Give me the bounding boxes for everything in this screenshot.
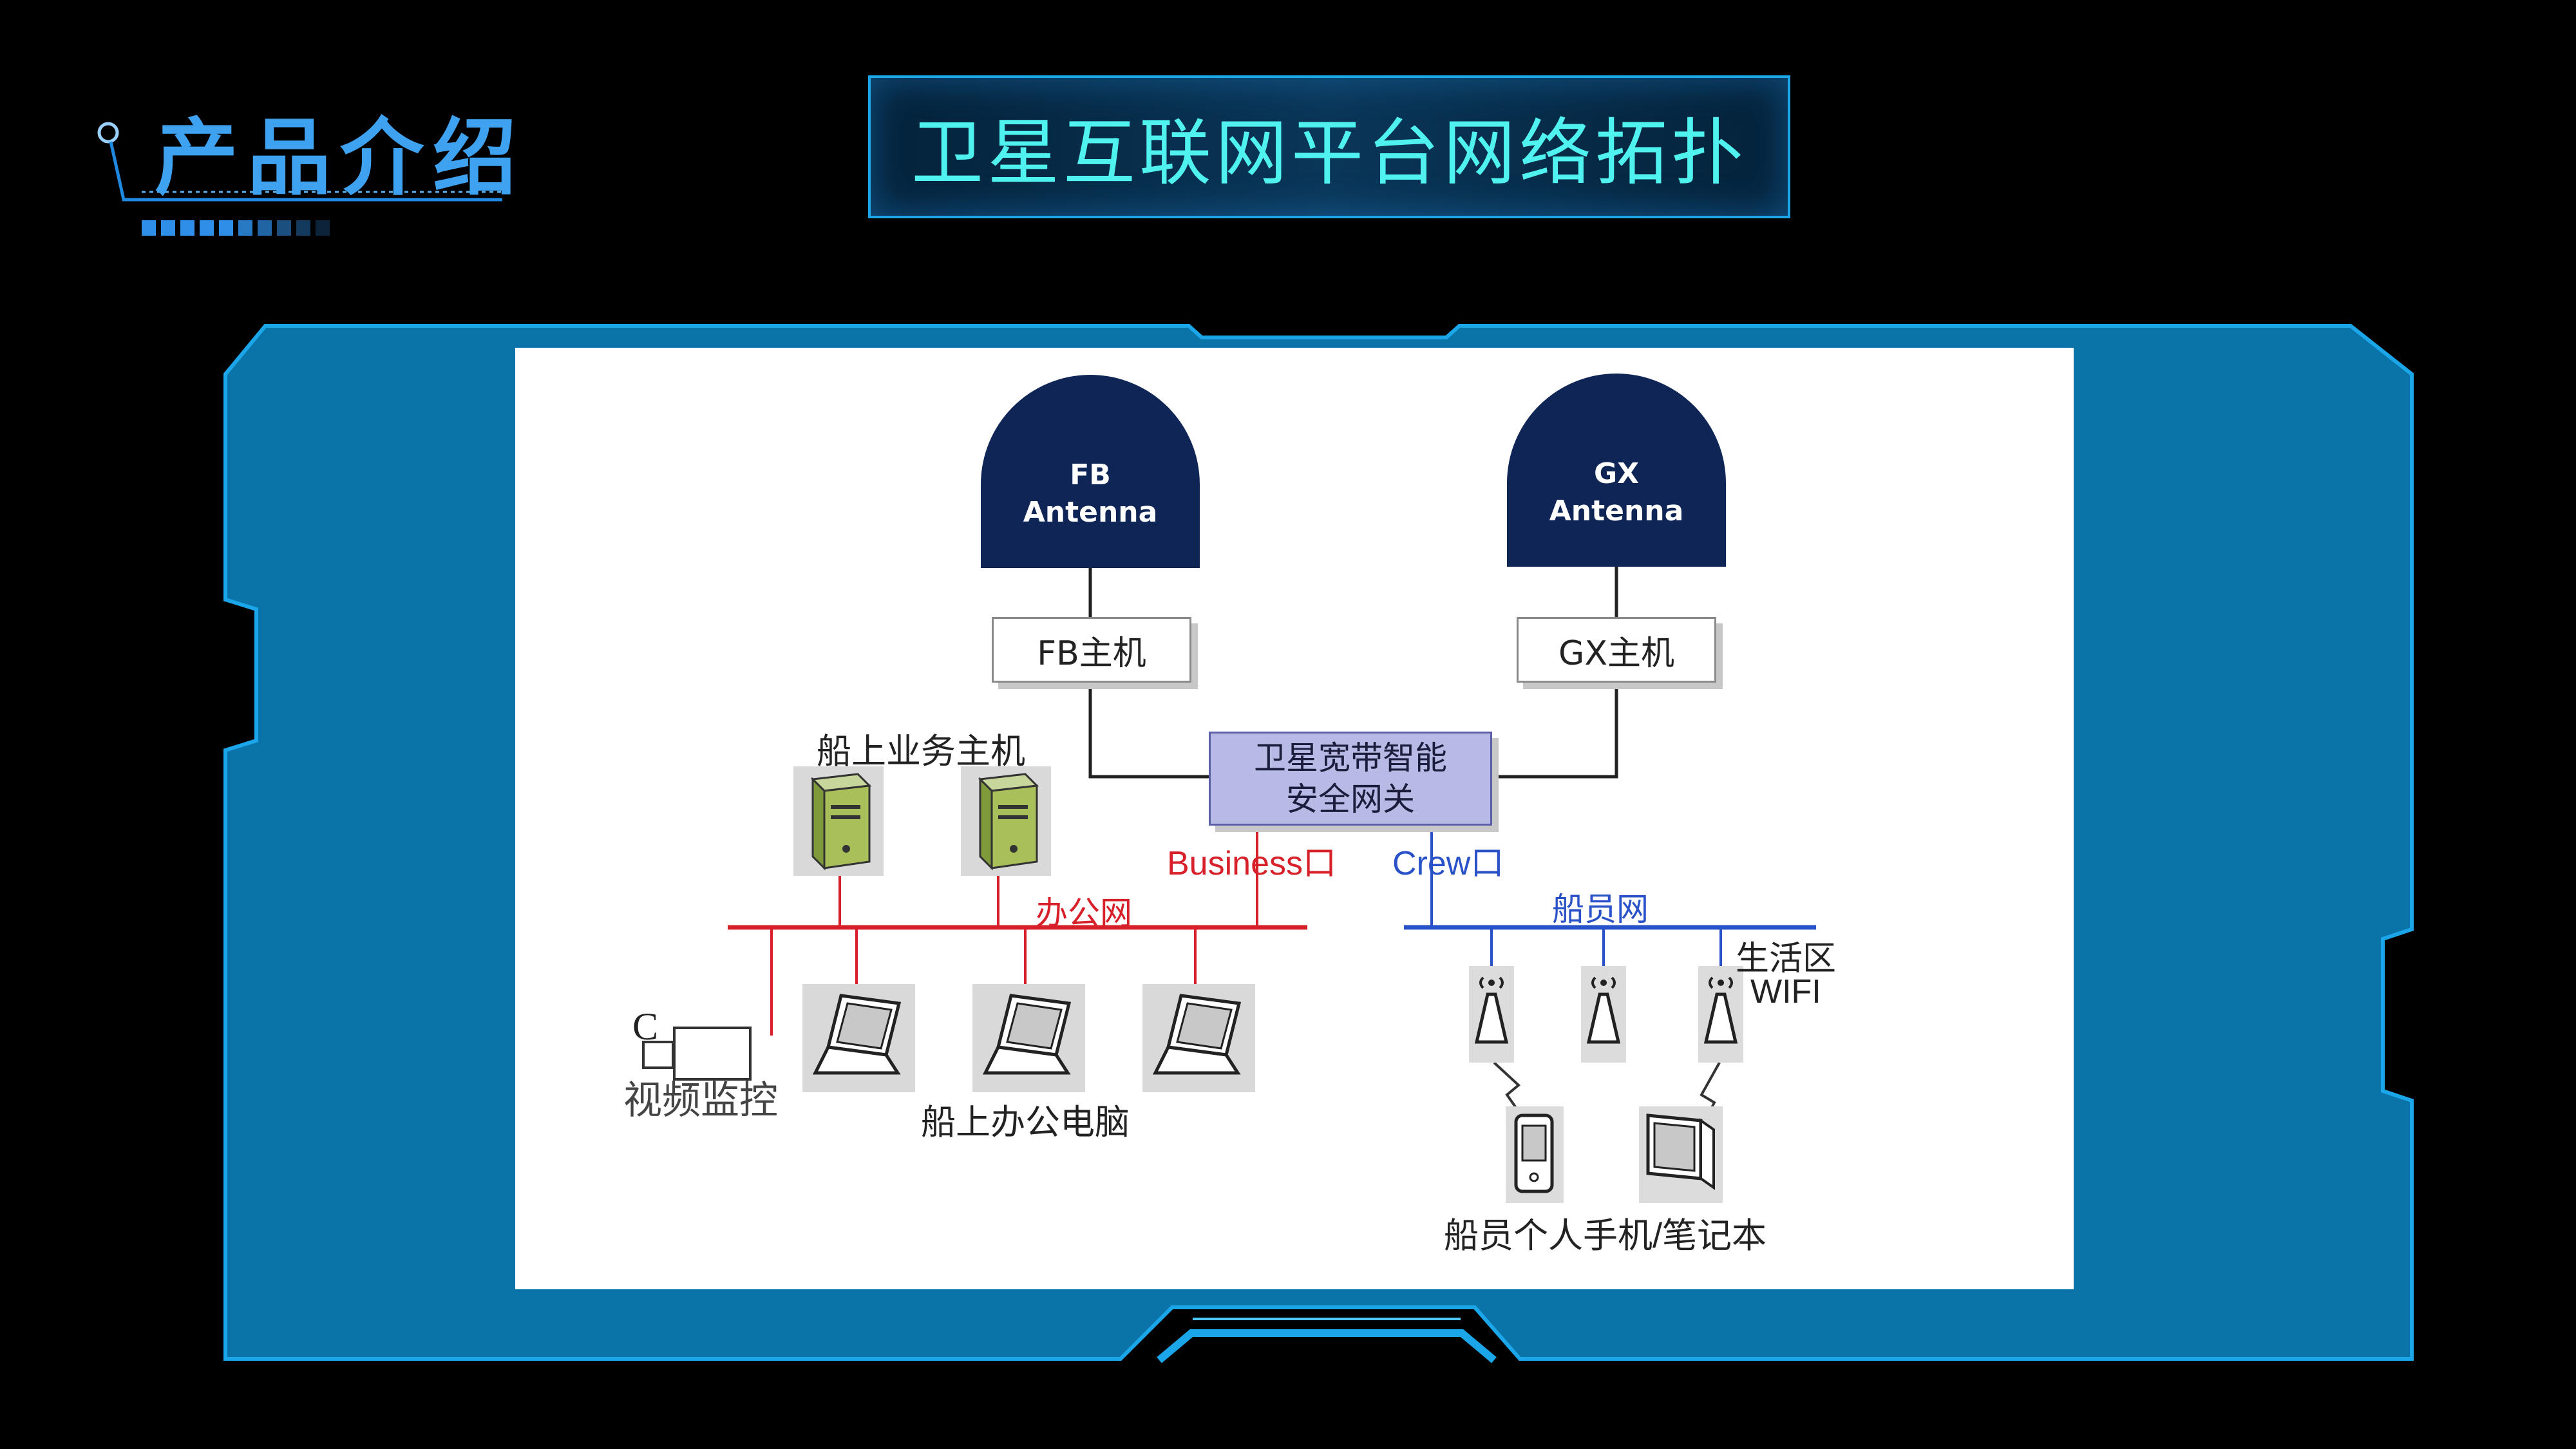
gateway-label-2: 安全网关 xyxy=(1286,781,1415,818)
wifi-access-point-icon xyxy=(1581,966,1626,1063)
living-area-label: 生活区 xyxy=(1736,940,1837,978)
security-gateway: 卫星宽带智能 安全网关 xyxy=(1209,732,1492,826)
video-surveillance-label: 视频监控 xyxy=(623,1079,778,1122)
laptop-icon xyxy=(802,984,915,1092)
camera-icon xyxy=(642,1027,752,1081)
crew-devices-label: 船员个人手机/笔记本 xyxy=(1444,1217,1767,1255)
heading-decoration xyxy=(97,122,502,236)
laptop-icon xyxy=(1639,1106,1723,1203)
section-heading: 产品介绍 xyxy=(155,109,526,207)
topology-connections xyxy=(728,560,1816,1153)
fb-antenna-label-1: FB xyxy=(1070,459,1111,491)
gx-antenna-label-2: Antenna xyxy=(1549,495,1684,527)
crew-network-label: 船员网 xyxy=(1552,891,1649,927)
server-icon xyxy=(793,766,884,876)
gx-antenna-label-1: GX xyxy=(1593,457,1640,490)
fb-host: FB主机 xyxy=(992,617,1191,683)
crew-port-label: Crew口 xyxy=(1392,845,1504,882)
slide-title: 卫星互联网平台网络拓扑 xyxy=(911,111,1747,195)
wifi-label: WIFI xyxy=(1750,973,1821,1010)
business-port-label: Business口 xyxy=(1167,845,1336,882)
ship-business-hosts-label: 船上业务主机 xyxy=(817,732,1025,771)
fb-antenna-label-2: Antenna xyxy=(1023,496,1158,529)
title-box: 卫星互联网平台网络拓扑 xyxy=(868,75,1790,218)
gx-host: GX主机 xyxy=(1517,617,1716,683)
gx-antenna: GX Antenna xyxy=(1507,374,1726,567)
network-topology-diagram: FB Antenna GX Antenna FB主机 GX主机 卫星宽带智能 安… xyxy=(515,348,2074,1289)
office-computers-label: 船上办公电脑 xyxy=(921,1103,1130,1142)
wifi-access-point-icon xyxy=(1698,966,1743,1063)
server-icon xyxy=(961,766,1051,876)
laptop-icon xyxy=(972,984,1085,1092)
laptop-icon xyxy=(1142,984,1255,1092)
fb-antenna: FB Antenna xyxy=(981,375,1200,568)
mobile-phone-icon xyxy=(1506,1106,1564,1203)
wifi-access-point-icon xyxy=(1469,966,1514,1063)
office-network-label: 办公网 xyxy=(1036,895,1132,931)
gateway-label-1: 卫星宽带智能 xyxy=(1254,739,1447,777)
